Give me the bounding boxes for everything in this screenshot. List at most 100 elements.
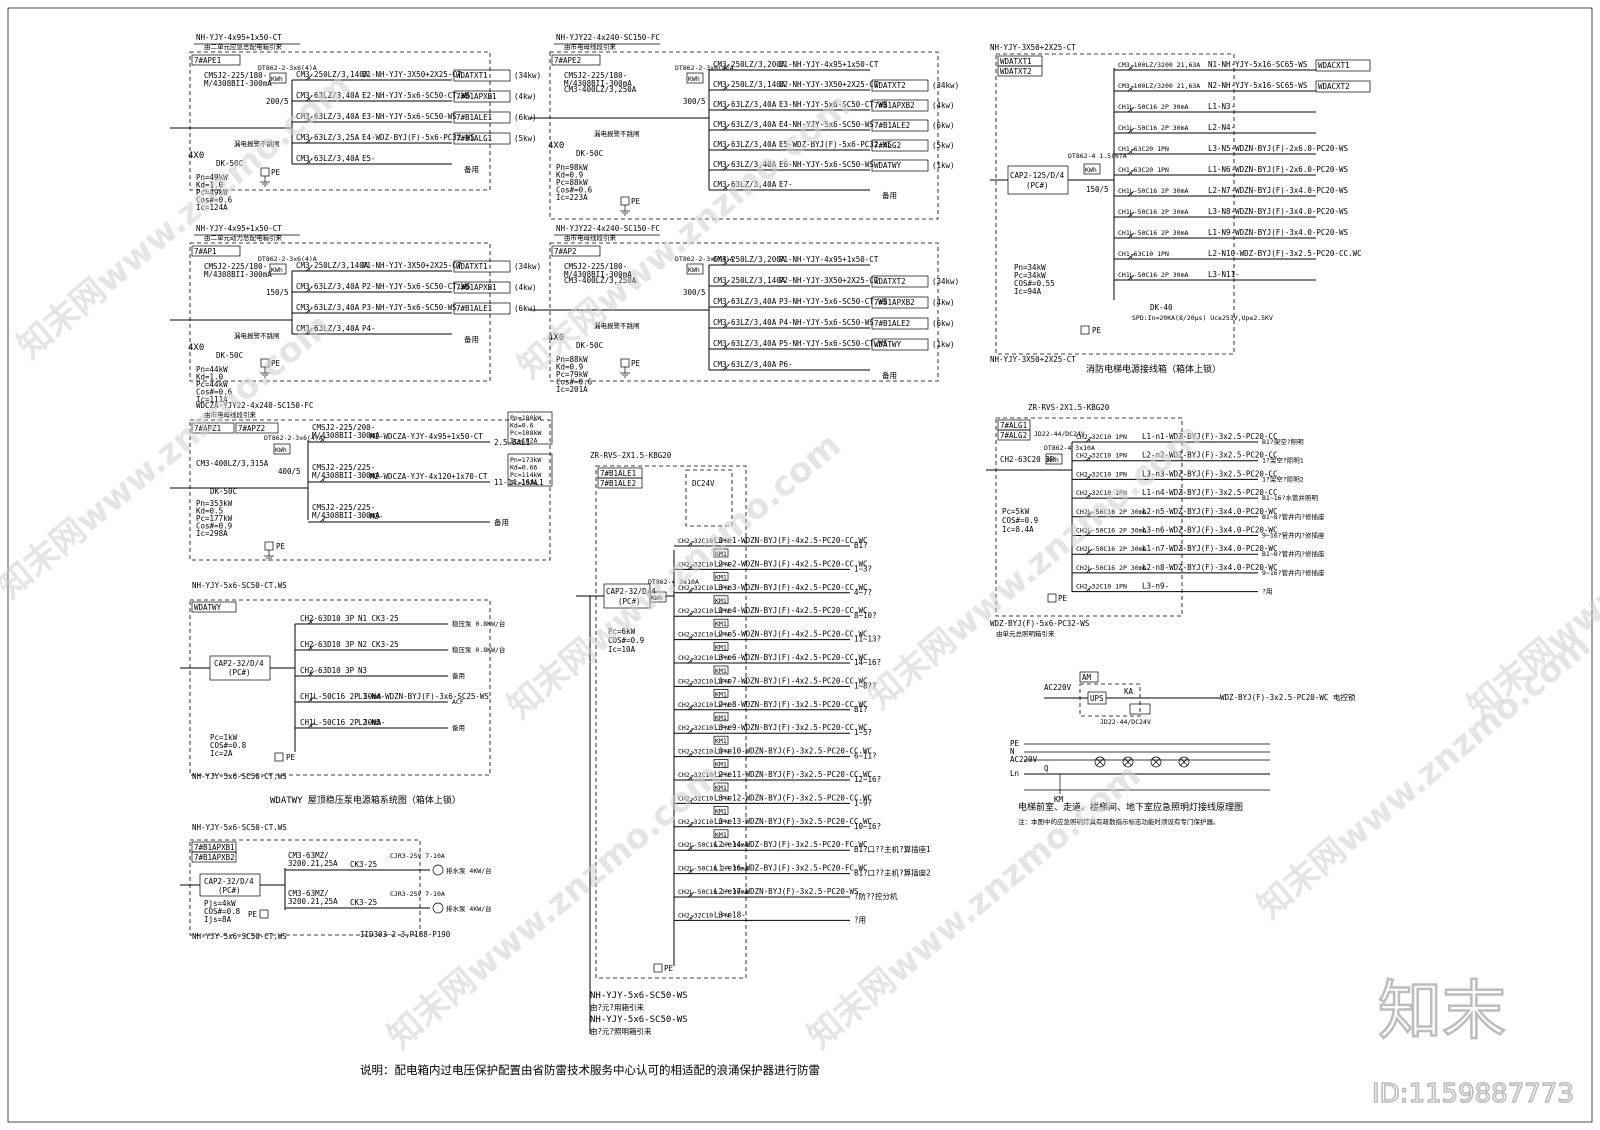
breaker-symbol	[307, 644, 315, 651]
breaker-cross	[1129, 234, 1133, 238]
panel-id: WDATWY	[194, 603, 222, 612]
circuit-destination: 4~7?	[854, 588, 872, 597]
load-parameter: Ic=94A	[1014, 287, 1042, 296]
emergency-lamp-icon	[1094, 756, 1106, 768]
surge-protector: DK-50C	[576, 149, 603, 158]
panel-id: 7#APZ1	[194, 424, 221, 433]
contactor-label: KM1	[715, 573, 727, 581]
breaker-cross	[309, 620, 313, 624]
panel-ap1: NH-YJY-4x95+1x50-CT由二单元动力总配电箱引来7#AP14X0C…	[170, 224, 541, 404]
breaker-cross	[689, 823, 693, 827]
breaker-cross	[724, 146, 728, 150]
panel-id: 7#B1ALE2	[600, 479, 636, 488]
circuit-destination: B1?	[854, 705, 868, 714]
current-transformer: 150/5	[1086, 185, 1109, 194]
circuit-destination: 7#B1ALE2	[874, 319, 910, 328]
panel-boundary	[595, 465, 747, 979]
circuit-cable: L1-N6-WDZN-BYJ(F)-2x6.0-PC20-WS	[1208, 165, 1348, 174]
circuit-cable: L1-N9-WDZN-BYJ(F)-3x4.0-PC20-WS	[1208, 228, 1348, 237]
panel-title: 消防电梯电源接线箱（箱体上锁）	[1086, 363, 1221, 375]
circuit-breaker: CM3-250LZ/3,200A	[713, 255, 786, 264]
feeder-source: 由市电母线段引来	[564, 42, 617, 51]
circuit-destination: 9~16?管井内?修插座	[1262, 531, 1325, 540]
circuit-destination: 备用	[452, 723, 465, 732]
circuit-destination: 7#B1ALE1	[456, 113, 492, 122]
breaker-symbol	[1127, 253, 1135, 260]
breaker-cross	[307, 76, 311, 80]
ups-label: UPS	[1090, 694, 1104, 703]
pe-label: PE	[1058, 594, 1068, 603]
breaker-cross	[307, 267, 311, 271]
panel-id-box	[235, 422, 279, 434]
breaker-cross	[307, 160, 311, 164]
circuit-destination: 7#B1APXB2	[874, 298, 915, 307]
main-breaker: CH2-63C20 3P	[1000, 455, 1055, 464]
kwh-meter-box	[686, 263, 704, 275]
circuit-cable: L1-e10-WDZN-BYJ(F)-3x2.5-PC20-CC.WC	[714, 747, 872, 756]
breaker-symbol	[687, 634, 695, 640]
pe-label: PE	[248, 910, 258, 919]
feeder-cable: ZR-RVS-2X1.5-KBG20	[1028, 403, 1110, 412]
breaker-cross	[321, 438, 325, 442]
breaker-cross	[307, 97, 311, 101]
breaker-symbol	[687, 751, 695, 757]
circuit-destination: WDATWY	[874, 161, 902, 170]
circuit-load: 备用	[882, 370, 897, 380]
emergency-lamp-icon	[1150, 756, 1162, 768]
circuit-destination: 9~16?管井内?修插座	[1262, 568, 1325, 577]
load-parameter: Kd=0.9	[556, 363, 583, 372]
panel-apxb: NH-YJY-5x6-SC50-CT.WS7#B1APXB17#B1APXB2C…	[180, 823, 492, 941]
contactor-box	[713, 548, 729, 558]
watermark-text: 知末网www.znzmo.com	[1250, 625, 1599, 927]
load-parameter: Pn=353kW	[196, 499, 233, 508]
breaker-cross	[307, 330, 311, 334]
circuit-destination: ?防??控分机	[854, 891, 898, 901]
load-parameter: Pc=5kW	[1002, 507, 1030, 516]
circuit-load: (6kw)	[932, 121, 955, 130]
panel-apz: WDCZA-YJY22-4x240-SC150-FC由市电母线段引来7#APZ1…	[170, 401, 553, 561]
circuit-breaker: CM3-63LZ/3,40A	[296, 91, 360, 100]
breaker-symbol	[319, 516, 327, 523]
panel-wdatwy: NH-YJY-5x6-SC50-CT.WSWDATWYCAP2-32/D/4(P…	[180, 581, 505, 806]
circuit-destination: 稳压泵 0.8KW/台	[452, 619, 505, 628]
kwh-meter: DT862-2-3x6(4)A	[675, 255, 734, 263]
destination-box	[871, 119, 929, 132]
destination-box	[453, 260, 511, 273]
breaker-cross	[724, 324, 728, 328]
breaker-cross	[689, 753, 693, 756]
circuit-load: (4kw)	[932, 298, 955, 307]
circuit-destination: ?用	[854, 915, 866, 924]
breaker-cross	[321, 518, 325, 522]
outgoing-cable: NH-YJY-5x6-SC50-CT.WS	[192, 932, 287, 941]
relay-voltage: DC24V	[692, 479, 715, 488]
kwh-meter-box	[1045, 453, 1063, 465]
circuit-cable: L1-e4-WDZN-BYJ(F)-4x2.5-PC20-CC.WC	[714, 606, 868, 615]
main-switch-a: CMSJ2-225/180-	[564, 71, 627, 80]
circuit-destination: WDACXT2	[1318, 82, 1350, 91]
circuit-cable: L2-e8-WDZN-BYJ(F)-3x2.5-PC20-CC.WC	[714, 700, 868, 709]
breaker-symbol	[687, 891, 695, 898]
main-switch-b: M/4308BII-300mA	[204, 270, 272, 279]
circuit-cable: L3-e18-	[714, 910, 746, 919]
circuit-destination: WDATXT2	[874, 81, 906, 90]
circuit-cable: L1-e13-WDZN-BYJ(F)-3x2.5-PC20-CC.WC	[714, 817, 872, 826]
panel-id: AM	[1082, 673, 1092, 682]
circuit-cable: N2-NH-YJY-5x16-SC65-WS	[1208, 81, 1308, 90]
circuit-breaker: CM3-250LZ/3,140A	[713, 276, 786, 285]
kwh-meter-box	[269, 263, 287, 275]
breaker-symbol	[722, 343, 730, 350]
circuit-breaker: CM3-63LZ/3,40A	[713, 180, 777, 189]
current-transformer: 400/5	[278, 467, 301, 476]
main-switch-a: CMSJ2-225/180-	[204, 262, 267, 271]
thermal-relay: CJR3-25V 7-10A	[390, 890, 445, 898]
panel-id: 7#AP2	[554, 247, 577, 256]
contactor-label: KM1	[715, 714, 727, 722]
sum-value: Kd=0.6	[510, 422, 534, 430]
breaker-symbol	[722, 301, 730, 308]
breaker-symbol	[1127, 127, 1135, 134]
feeder-source: 由二单元应急总配电箱引来	[204, 42, 283, 51]
panel-boundary	[189, 599, 491, 776]
main-switch-a: CMSJ2-225/180-	[564, 262, 627, 271]
sum-value: Ic=193A	[510, 479, 537, 487]
kwh-meter-label: KWh	[275, 446, 287, 454]
